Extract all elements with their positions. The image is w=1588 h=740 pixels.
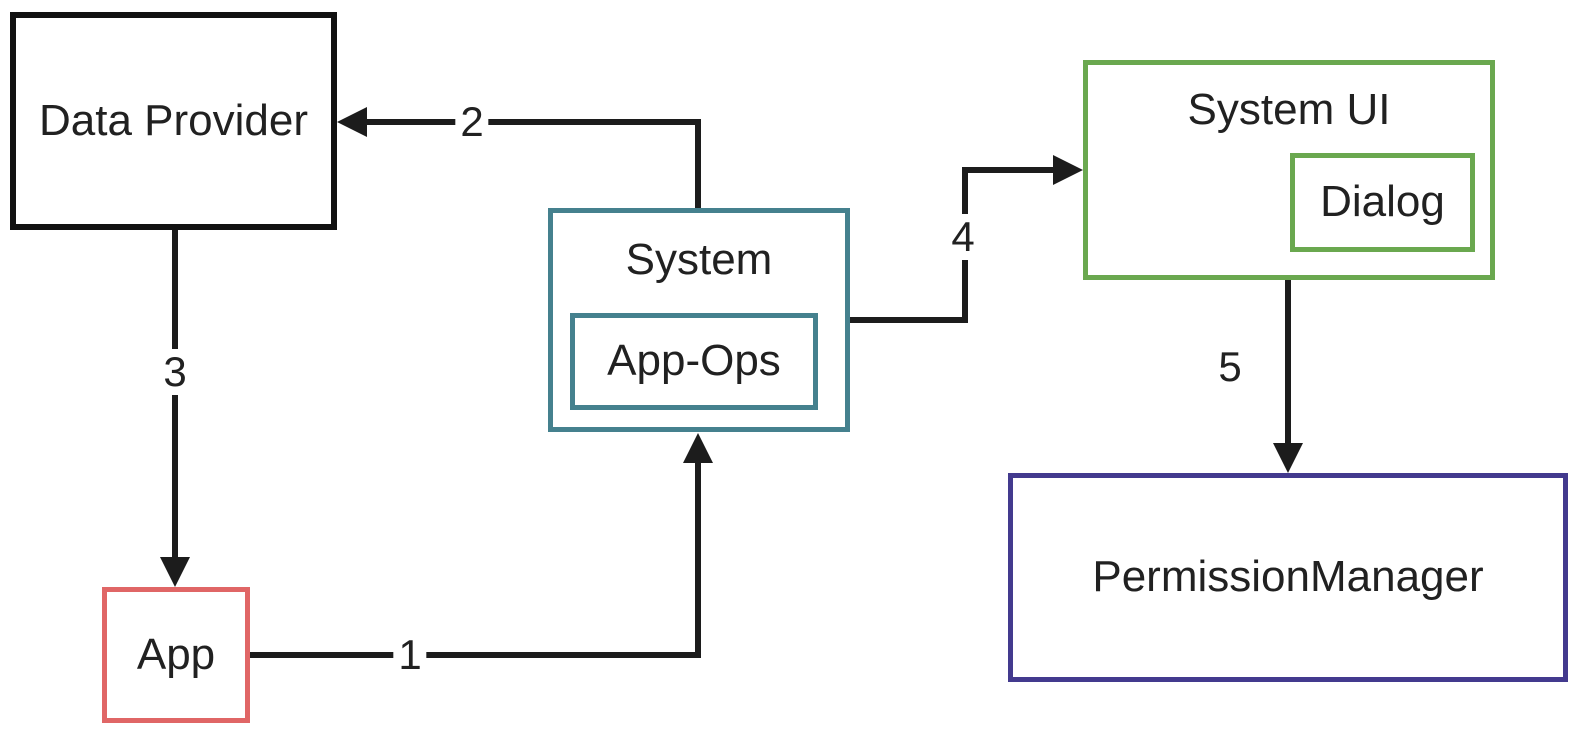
arrow-4-head-icon — [1053, 155, 1083, 185]
arrow-4-upper-horizontal-segment — [962, 167, 1055, 173]
arrow-1-label: 1 — [393, 632, 427, 678]
arrow-5-label: 5 — [1213, 344, 1247, 390]
app-label: App — [136, 629, 216, 679]
arrow-1-head-icon — [683, 433, 713, 463]
arrow-2-vertical-segment — [695, 122, 701, 208]
permission-manager-label: PermissionManager — [1092, 552, 1484, 602]
arrow-3-label: 3 — [158, 349, 192, 395]
arrow-2-label: 2 — [455, 99, 489, 145]
arrow-5-head-icon — [1273, 443, 1303, 473]
arrow-2-horizontal-segment — [364, 119, 701, 125]
system-box: System App-Ops — [548, 208, 850, 432]
arrow-4-label: 4 — [946, 214, 980, 260]
data-provider-box: Data Provider — [10, 12, 337, 230]
dialog-box: Dialog — [1290, 153, 1475, 252]
app-ops-box: App-Ops — [570, 313, 818, 410]
system-ui-box: System UI Dialog — [1083, 60, 1495, 280]
arrow-1-horizontal-segment — [250, 652, 701, 658]
arrow-5-vertical-segment — [1285, 280, 1291, 445]
permission-manager-box: PermissionManager — [1008, 473, 1568, 682]
arrow-2-head-icon — [337, 107, 367, 137]
arrow-4-lower-horizontal-segment — [850, 317, 968, 323]
system-label: System — [625, 235, 773, 284]
system-ui-label: System UI — [1187, 85, 1391, 134]
arrow-1-vertical-segment — [695, 458, 701, 658]
dialog-label: Dialog — [1320, 177, 1445, 227]
arrow-3-head-icon — [160, 557, 190, 587]
app-box: App — [102, 587, 250, 723]
app-ops-label: App-Ops — [607, 336, 781, 386]
data-provider-label: Data Provider — [38, 95, 308, 145]
